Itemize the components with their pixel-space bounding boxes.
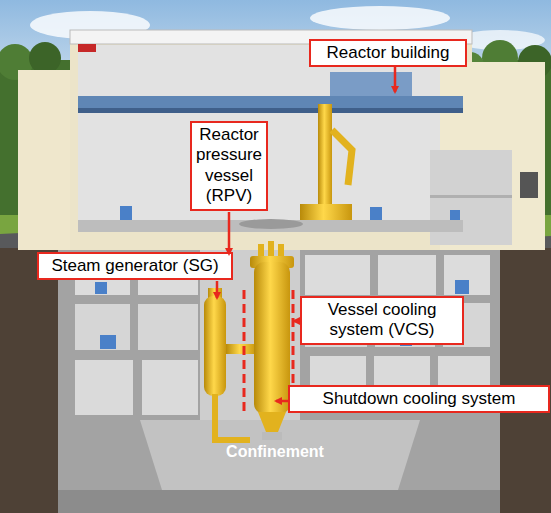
vcs-dashed-line <box>243 290 246 412</box>
shutdown-cooler <box>258 412 286 432</box>
underground-concrete <box>58 248 500 513</box>
equipment <box>100 335 116 349</box>
main-hall <box>70 33 472 250</box>
equipment <box>95 282 107 294</box>
roof-truss <box>78 44 96 52</box>
crane-trolley <box>330 72 412 96</box>
leader-arrow <box>394 66 397 92</box>
callout-text: Reactor pressure vessel (RPV) <box>195 125 263 207</box>
leader-arrow <box>228 212 231 254</box>
confinement-cavity <box>140 420 420 490</box>
pressure-vessel <box>254 262 290 414</box>
room <box>378 255 436 295</box>
callout-text: Shutdown cooling system <box>293 389 545 409</box>
room <box>75 304 130 350</box>
room <box>305 255 370 295</box>
callout-box: Reactor building <box>309 39 467 67</box>
steam-generator <box>204 296 226 396</box>
fuel-handling-arm <box>332 130 352 185</box>
room <box>75 360 133 415</box>
crane-beam <box>78 108 463 113</box>
reactor-well <box>239 219 303 229</box>
cloud <box>310 6 450 30</box>
control-rod-drive <box>278 244 284 258</box>
callout-text: Reactor building <box>314 43 462 63</box>
room <box>444 255 490 295</box>
callout-text: Steam generator (SG) <box>42 256 228 276</box>
callout-text: Vessel cooling system (VCS) <box>305 300 459 341</box>
hot-gas-duct <box>226 344 256 354</box>
callout-box: Vessel cooling system (VCS) <box>300 296 464 345</box>
callout-box: Steam generator (SG) <box>37 252 233 280</box>
area-label: Confinement <box>210 442 340 461</box>
leader-arrow <box>216 281 219 298</box>
left-annex <box>18 70 70 250</box>
soil <box>0 248 551 513</box>
operating-floor <box>78 220 463 232</box>
tree <box>29 42 61 74</box>
callout-box: Shutdown cooling system <box>288 385 550 413</box>
callout-box: Reactor pressure vessel (RPV) <box>190 121 268 211</box>
fuel-handling-machine <box>318 104 332 214</box>
room <box>142 360 198 415</box>
leader-arrow <box>276 400 288 403</box>
control-rod-drive <box>268 241 274 258</box>
vessel-support <box>262 432 282 440</box>
base-slab <box>58 490 500 513</box>
feedwater-pipe <box>215 394 250 440</box>
window <box>520 172 538 198</box>
annex-floor <box>430 195 512 198</box>
equipment <box>450 210 460 220</box>
room <box>138 304 198 350</box>
equipment <box>120 206 132 220</box>
hall-interior <box>78 45 463 220</box>
equipment <box>455 280 469 294</box>
control-rod-drive <box>258 244 264 258</box>
equipment <box>370 207 382 220</box>
fuel-handling-base <box>300 204 352 220</box>
crane-beam <box>78 96 463 108</box>
